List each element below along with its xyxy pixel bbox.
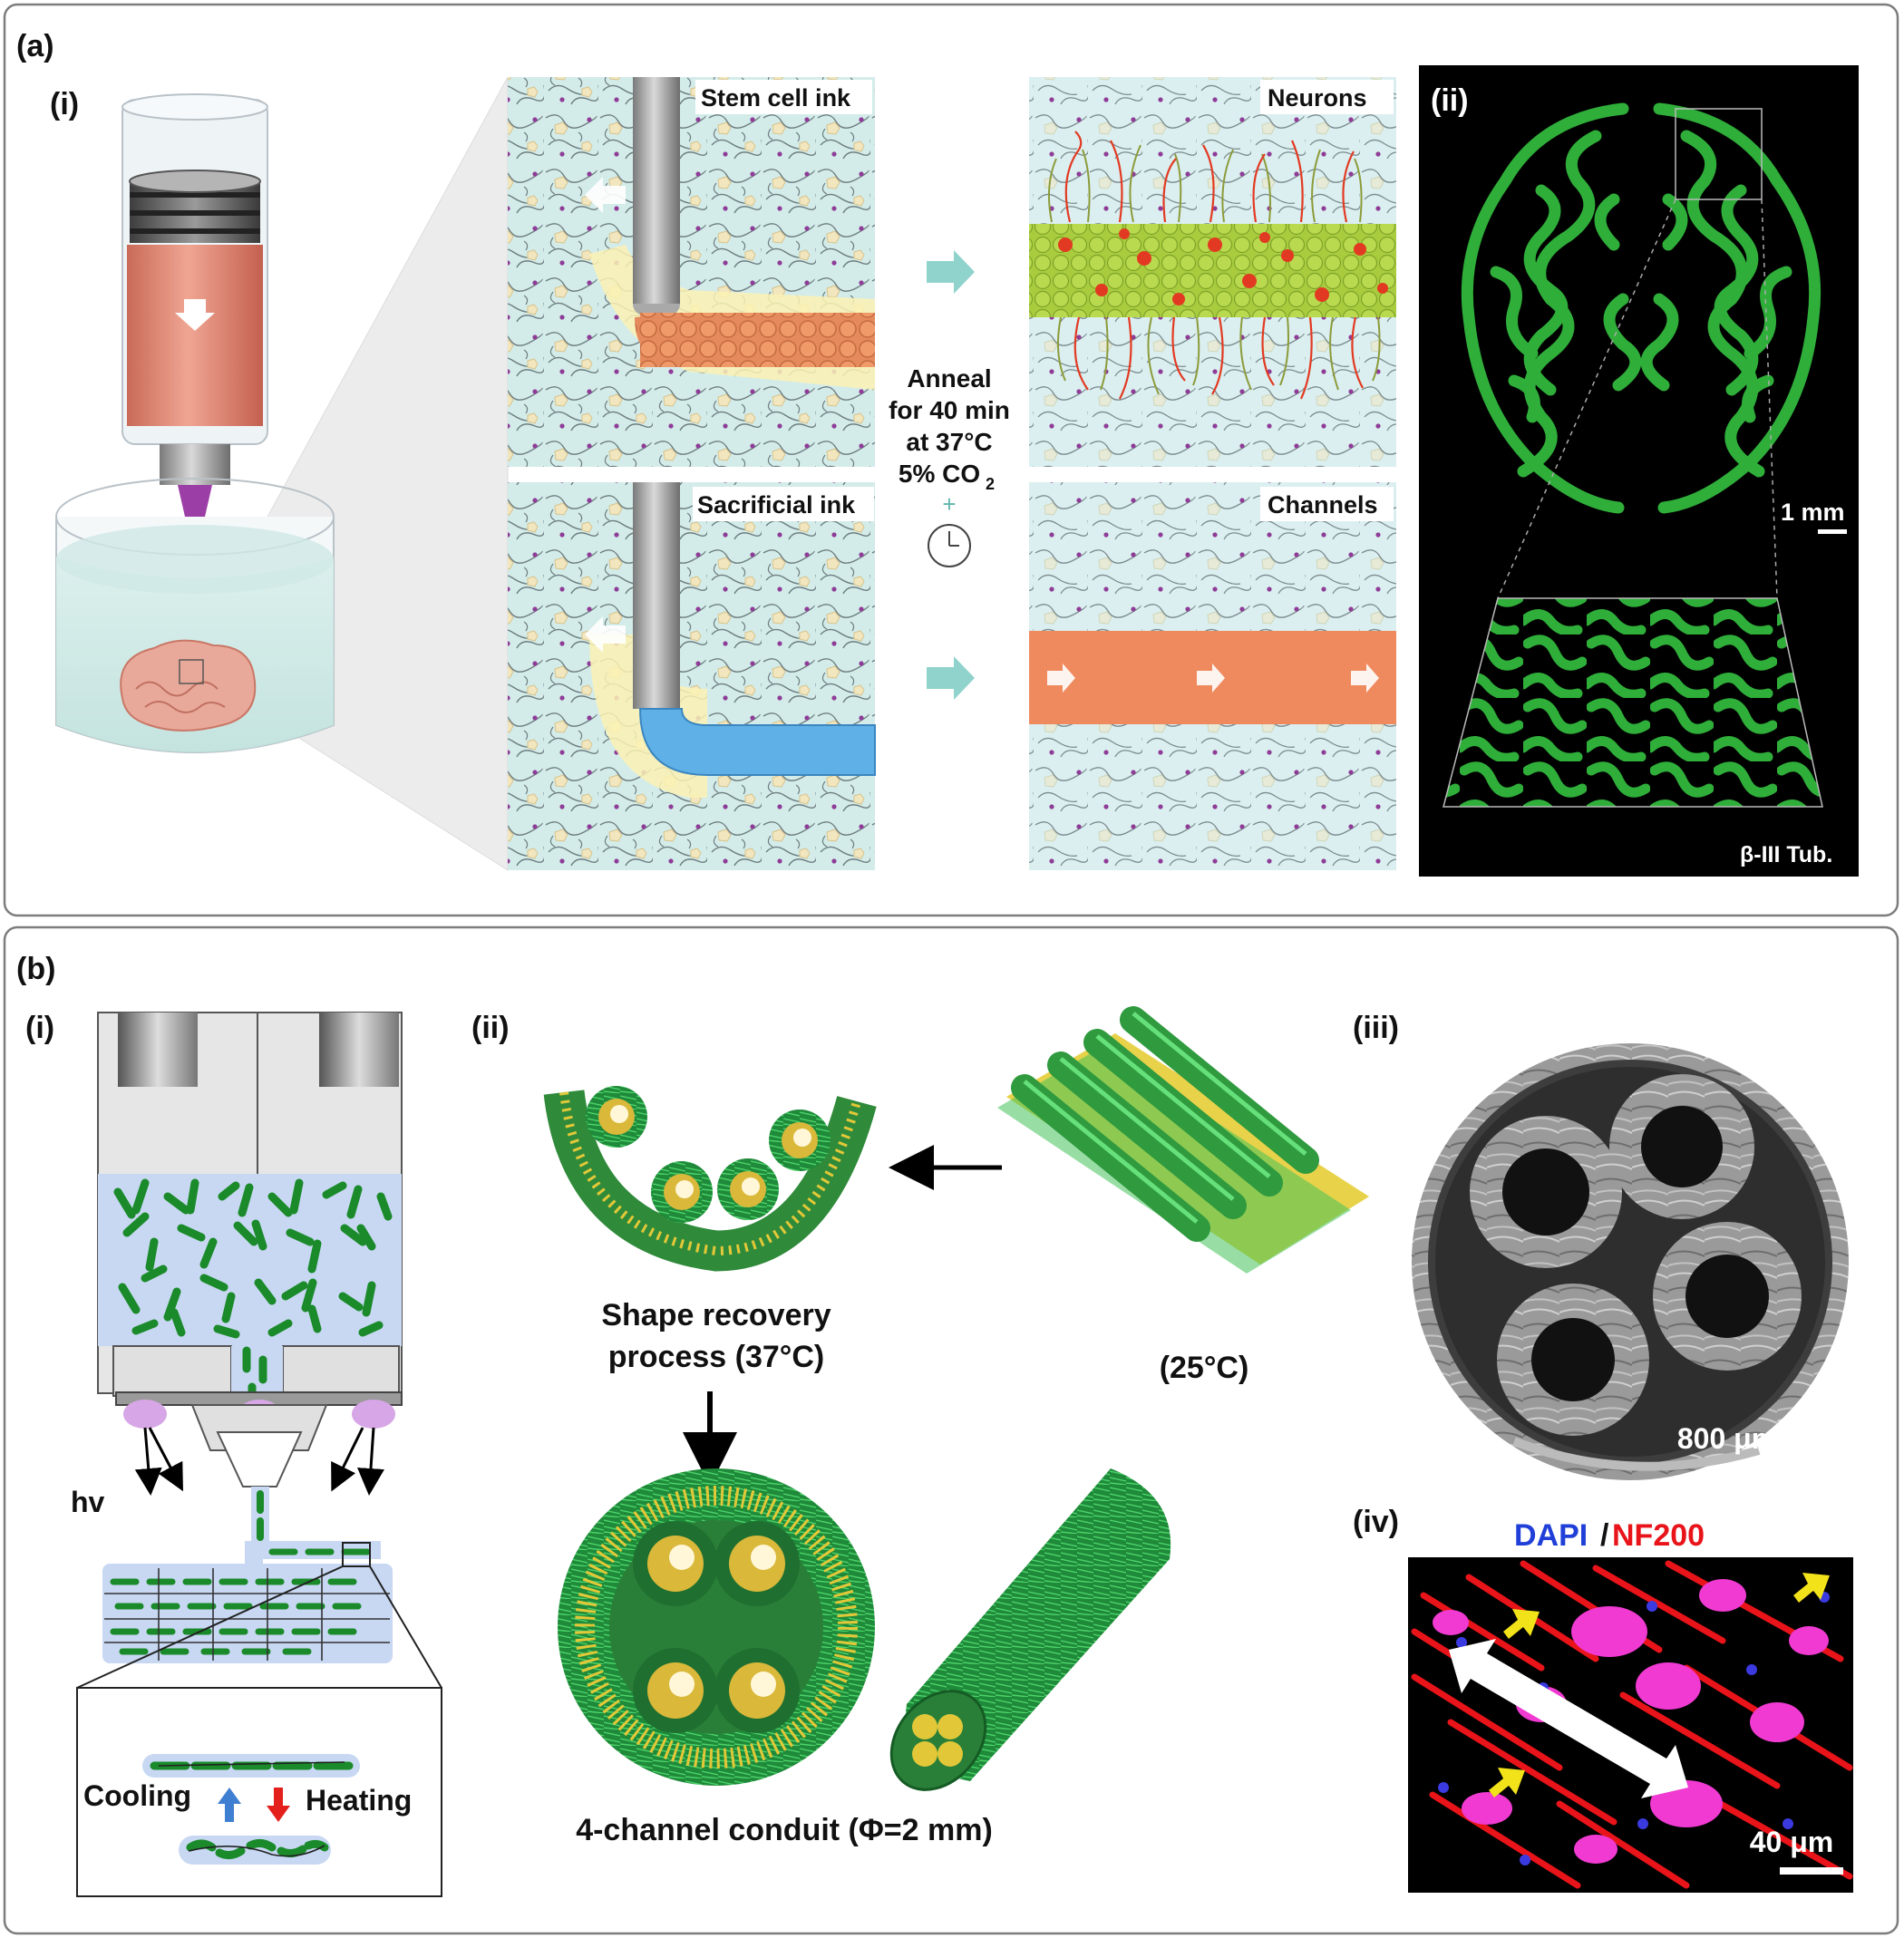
anneal-line-2: for 40 min — [889, 396, 1010, 424]
brain-left-hemisphere — [1461, 102, 1642, 514]
teal-arrow-top — [927, 250, 975, 294]
heating-arrow-icon — [267, 1788, 290, 1822]
shape-recovery-line-1: Shape recovery — [601, 1298, 831, 1332]
sacrificial-ink-label: Sacrificial ink — [697, 491, 856, 518]
brain-fluorescence-image: (ii) 1 mm β-III Tub. — [1419, 65, 1859, 877]
panel-b-label: (b) — [16, 952, 55, 986]
panel-a-sub-ii: (ii) — [1431, 83, 1469, 118]
sacrificial-ink-tag — [693, 487, 874, 521]
panel-b-sub-i: (i) — [25, 1011, 54, 1045]
anneal-line-4: 5% CO — [899, 460, 980, 488]
printing-bath — [55, 478, 335, 753]
sacrificial-ink-box: Sacrificial ink — [508, 482, 876, 870]
panel-b-sub-iii: (iii) — [1353, 1011, 1399, 1045]
slash-label: / — [1600, 1518, 1609, 1553]
clock-icon — [928, 524, 971, 567]
four-channel-cross-section — [558, 1468, 875, 1786]
nf200-label: NF200 — [1612, 1518, 1705, 1553]
brain-right-hemisphere — [1640, 102, 1821, 514]
stem-cell-ink-label: Stem cell ink — [701, 84, 851, 111]
printed-scaffold-grid — [102, 1541, 393, 1663]
panel-b-frame — [3, 925, 1899, 1935]
scale-bar-40um-label: 40 μm — [1750, 1826, 1834, 1858]
sem-channel-rings — [1470, 1074, 1802, 1436]
cooling-arrow-icon — [218, 1788, 241, 1822]
shape-recovery-line-2: process (37°C) — [608, 1340, 824, 1374]
stain-label-beta-iii-tub: β-III Tub. — [1740, 842, 1832, 867]
neurons-box: Neurons — [1029, 77, 1396, 467]
channels-box: Channels — [1029, 482, 1396, 870]
print-head-schematic: hv Cooling Heating — [71, 1012, 442, 1897]
scale-bar-800um — [1736, 1461, 1845, 1468]
scale-bar-1mm-label: 1 mm — [1781, 499, 1845, 526]
scale-bar-1mm — [1818, 529, 1847, 534]
teal-arrow-bottom — [927, 656, 975, 700]
channels-label: Channels — [1268, 491, 1378, 518]
flat-sheet-conduits — [997, 1006, 1369, 1274]
neurons-label: Neurons — [1268, 84, 1367, 111]
heating-label: Heating — [306, 1784, 412, 1817]
sem-cross-section-image: 800 μm — [1408, 1038, 1853, 1482]
co2-subscript: 2 — [986, 475, 995, 493]
shape-recovery-schematic: Shape recovery process (37°C) (25°C) 4-c… — [543, 1006, 1369, 1847]
panel-a-frame — [3, 3, 1899, 917]
hv-label: hv — [71, 1486, 105, 1518]
syringe-illustration — [121, 93, 268, 616]
panel-b-sub-iv: (iv) — [1353, 1505, 1399, 1539]
panel-b-sub-ii: (ii) — [471, 1011, 510, 1045]
dapi-nf200-fluorescence: DAPI / NF200 — [1408, 1518, 1853, 1893]
cooling-label: Cooling — [83, 1779, 191, 1812]
scale-bar-800um-label: 800 μm — [1677, 1422, 1777, 1455]
stem-cell-ink-box: Stem cell ink — [508, 77, 875, 467]
neurons-tag — [1260, 80, 1394, 114]
temp-25-label: (25°C) — [1160, 1351, 1249, 1385]
four-channel-tube-3d — [889, 1468, 1171, 1791]
channels-tag — [1260, 487, 1394, 521]
stem-cell-ink-tag — [695, 80, 872, 114]
dapi-label: DAPI — [1514, 1518, 1588, 1553]
yellow-arrowheads — [1489, 1573, 1830, 1797]
anneal-line-1: Anneal — [907, 364, 991, 392]
panel-a-label: (a) — [16, 29, 54, 63]
green-nanofiber-strands — [113, 1178, 393, 1339]
neuron-soma-dots — [1058, 228, 1388, 305]
scale-bar-40um — [1780, 1867, 1843, 1875]
panel-a-sub-i: (i) — [50, 87, 79, 121]
conduit-label: 4-channel conduit (Φ=2 mm) — [576, 1813, 993, 1847]
anneal-line-3: at 37°C — [906, 428, 992, 456]
alignment-double-arrow — [1449, 1639, 1688, 1798]
anneal-conditions: Anneal for 40 min at 37°C 5% CO 2 + — [889, 364, 1010, 567]
brain-print — [120, 639, 257, 732]
plus-sign: + — [942, 490, 956, 518]
curled-half-conduit — [543, 1086, 877, 1272]
